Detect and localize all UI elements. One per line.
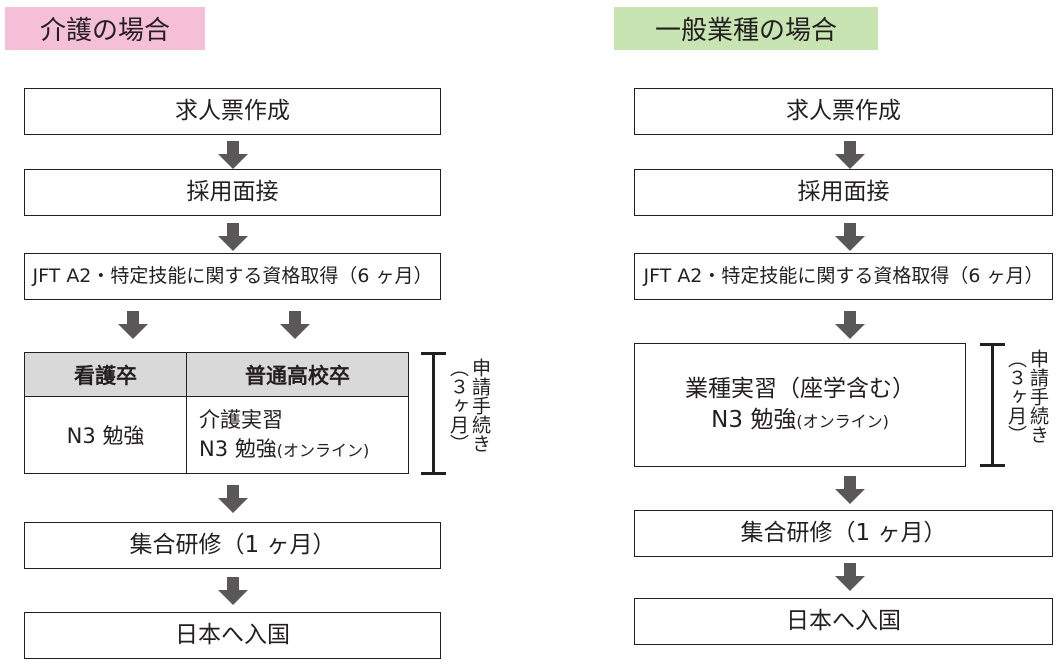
- period-label: （３ヶ月）: [1005, 349, 1027, 444]
- general-step-interview: 採用面接: [634, 169, 1053, 216]
- period-label: （３ヶ月）: [447, 358, 469, 453]
- down-arrow-icon: [218, 141, 248, 169]
- kaigo-step-entry-japan: 日本へ入国: [24, 612, 441, 659]
- cell-nursing-study: N3 勉強: [24, 396, 187, 474]
- application-label: 申請手続き: [469, 358, 491, 453]
- header-nursing-graduate: 看護卒: [24, 352, 187, 397]
- down-arrow-icon: [280, 311, 310, 339]
- down-arrow-icon: [835, 141, 865, 169]
- down-arrow-icon: [835, 311, 865, 339]
- bracket: [421, 352, 446, 475]
- bracket: [980, 343, 1005, 467]
- down-arrow-icon: [835, 563, 865, 591]
- application-period-label: 申請手続き （３ヶ月）: [1005, 349, 1049, 469]
- down-arrow-icon: [218, 485, 248, 513]
- general-step-qualification: JFT A2・特定技能に関する資格取得（6 ヶ月）: [634, 253, 1053, 300]
- down-arrow-icon: [835, 476, 865, 504]
- industry-training-line: 業種実習（座学含む）: [685, 375, 915, 402]
- kaigo-step-interview: 採用面接: [24, 169, 441, 216]
- down-arrow-icon: [835, 223, 865, 251]
- general-step-group-training: 集合研修（1 ヶ月）: [634, 510, 1053, 557]
- general-title: 一般業種の場合: [614, 7, 878, 50]
- cell-line-care-practice: 介護実習: [199, 407, 283, 432]
- cell-high-school-plan: 介護実習 N3 勉強(オンライン): [186, 396, 409, 474]
- kaigo-step-job-posting: 求人票作成: [24, 88, 441, 135]
- application-period-label: 申請手続き （３ヶ月）: [447, 358, 491, 478]
- down-arrow-icon: [118, 311, 148, 339]
- general-step-job-posting: 求人票作成: [634, 88, 1053, 135]
- n3-study-text: N3 勉強: [711, 407, 797, 433]
- cell-line-n3-study: N3 勉強: [199, 437, 277, 461]
- n3-study-line: N3 勉強(オンライン): [711, 405, 889, 436]
- online-text: (オンライン): [796, 412, 889, 431]
- header-high-school-graduate: 普通高校卒: [186, 352, 409, 397]
- kaigo-title: 介護の場合: [5, 7, 205, 50]
- down-arrow-icon: [218, 223, 248, 251]
- general-step-entry-japan: 日本へ入国: [634, 598, 1053, 645]
- kaigo-step-qualification: JFT A2・特定技能に関する資格取得（6 ヶ月）: [24, 253, 441, 300]
- kaigo-step-group-training: 集合研修（1 ヶ月）: [24, 522, 441, 569]
- kaigo-education-table: 看護卒 普通高校卒 N3 勉強 介護実習 N3 勉強(オンライン): [24, 352, 409, 474]
- cell-line-online: (オンライン): [276, 441, 370, 460]
- application-label: 申請手続き: [1027, 349, 1049, 444]
- down-arrow-icon: [218, 577, 248, 605]
- general-step-industry-training: 業種実習（座学含む） N3 勉強(オンライン): [634, 343, 966, 467]
